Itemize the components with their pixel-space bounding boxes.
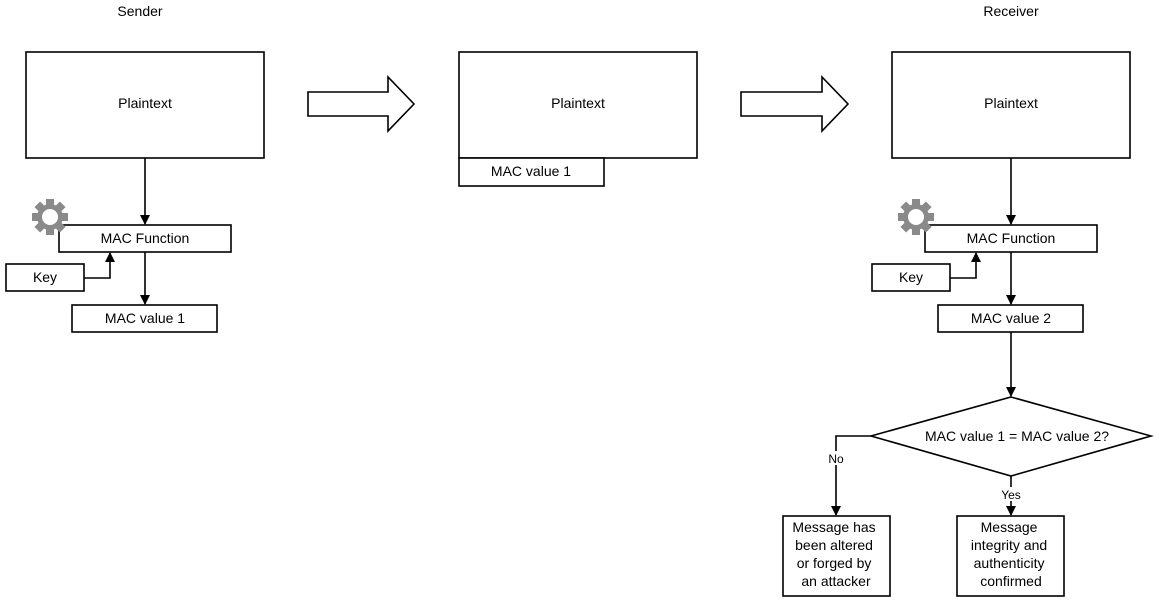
- receiver-title: Receiver: [983, 3, 1039, 19]
- receiver-key-label: Key: [899, 269, 923, 285]
- yes-branch-label: Yes: [1001, 488, 1021, 502]
- result-altered-text: Message has been altered or forged by an…: [792, 519, 879, 589]
- gear-icon: [32, 199, 68, 235]
- receiver-key-box: Key: [871, 263, 951, 292]
- transit-plaintext-box: Plaintext: [458, 51, 698, 159]
- sender-mac-value-box: MAC value 1: [71, 304, 218, 333]
- result-confirmed-text: Message integrity and authenticity confi…: [971, 519, 1051, 589]
- sender-plaintext-label: Plaintext: [118, 95, 172, 111]
- sender-mac-function-label: MAC Function: [101, 230, 190, 246]
- result-altered-box: Message has been altered or forged by an…: [782, 515, 891, 597]
- sender-plaintext-box: Plaintext: [25, 51, 265, 159]
- receiver-mac-value-box: MAC value 2: [937, 304, 1084, 333]
- sender-key-label: Key: [33, 269, 57, 285]
- sender-key-box: Key: [5, 263, 85, 292]
- transit-plaintext-label: Plaintext: [551, 95, 605, 111]
- sender-title: Sender: [117, 3, 162, 19]
- transit-mac-value-label: MAC value 1: [491, 163, 571, 179]
- result-confirmed-box: Message integrity and authenticity confi…: [956, 515, 1065, 597]
- receiver-plaintext-label: Plaintext: [984, 95, 1038, 111]
- decision-label: MAC value 1 = MAC value 2?: [925, 428, 1109, 444]
- transit-mac-value-box: MAC value 1: [458, 157, 605, 187]
- receiver-plaintext-box: Plaintext: [891, 51, 1131, 159]
- receiver-mac-function-label: MAC Function: [967, 230, 1056, 246]
- block-arrow-right-icon: [740, 75, 850, 133]
- no-branch-label: No: [828, 452, 844, 466]
- receiver-mac-function-box: MAC Function: [924, 224, 1098, 253]
- sender-mac-value-label: MAC value 1: [105, 310, 185, 326]
- receiver-mac-value-label: MAC value 2: [971, 310, 1051, 326]
- gear-icon: [898, 199, 934, 235]
- sender-mac-function-box: MAC Function: [58, 224, 232, 253]
- block-arrow-right-icon: [307, 75, 416, 133]
- decision-diamond: MAC value 1 = MAC value 2?: [868, 396, 1154, 477]
